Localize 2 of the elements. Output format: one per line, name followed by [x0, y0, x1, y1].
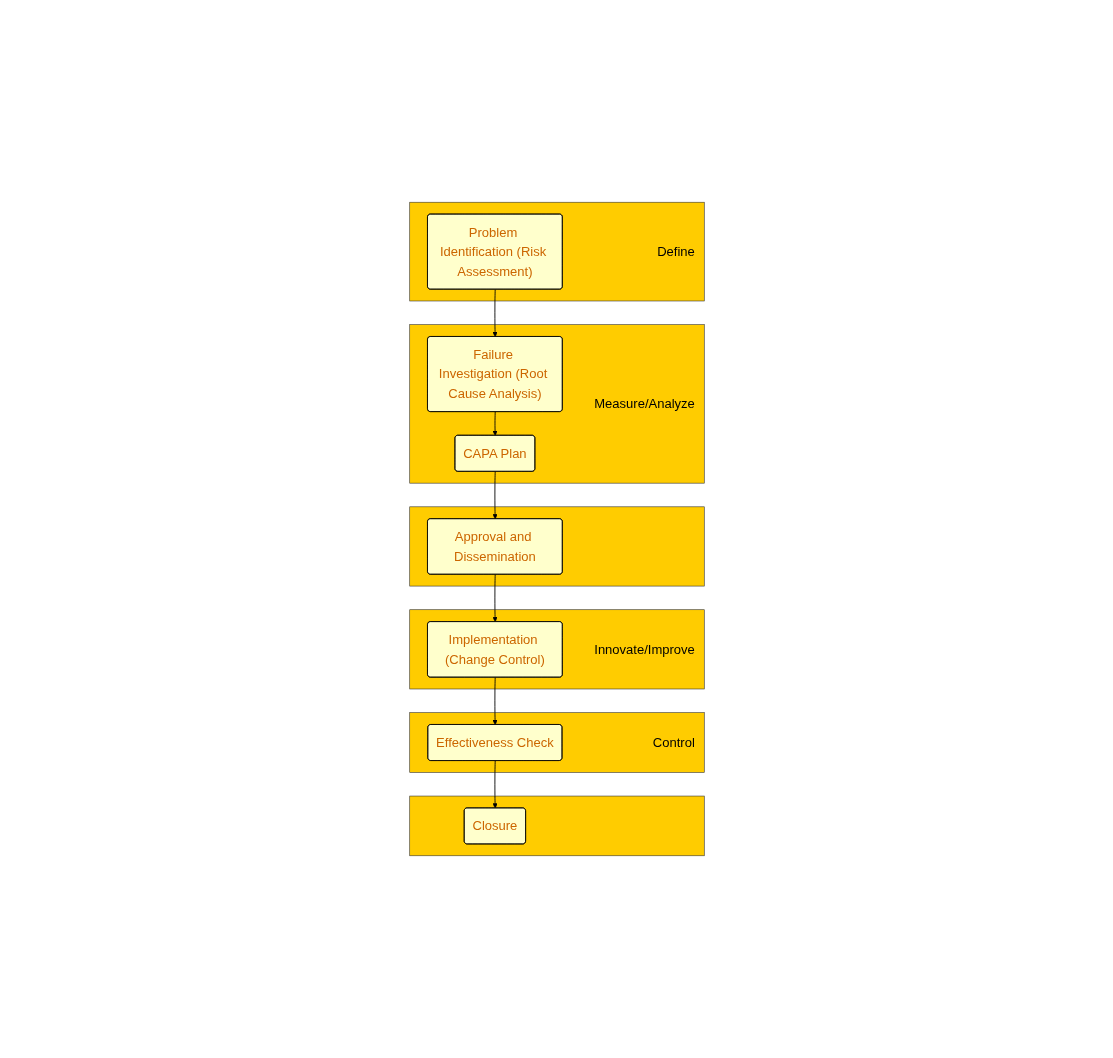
cluster — [408, 795, 705, 857]
cluster — [408, 506, 705, 587]
